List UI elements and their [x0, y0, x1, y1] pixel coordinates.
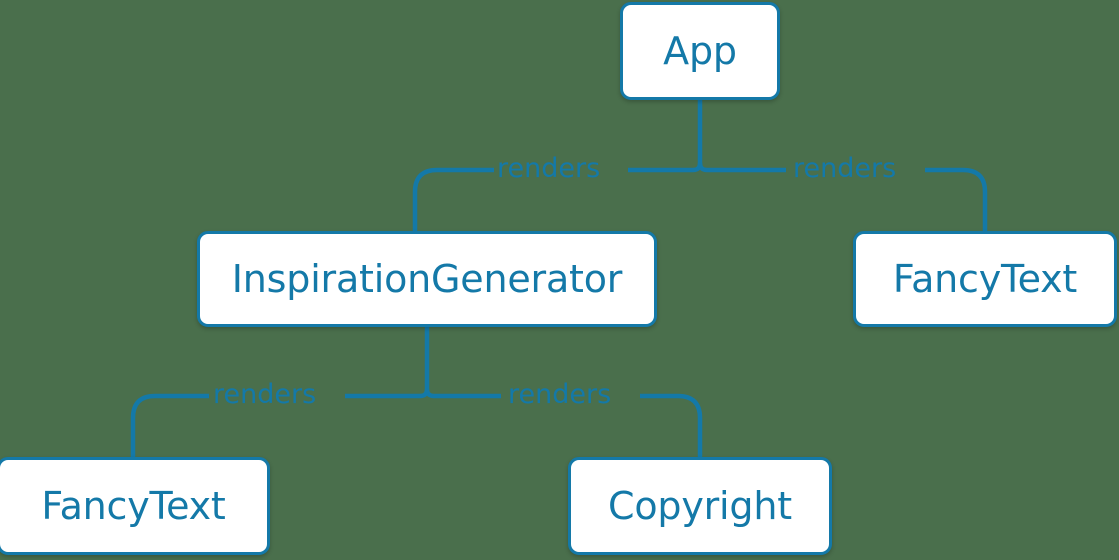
node-inspiration-generator[interactable]: InspirationGenerator [197, 231, 657, 327]
node-fancy-text-left[interactable]: FancyText [0, 457, 270, 555]
node-inspiration-generator-label: InspirationGenerator [231, 257, 623, 301]
node-fancy-text-left-label: FancyText [41, 484, 226, 528]
node-copyright[interactable]: Copyright [568, 457, 832, 555]
edge-label-inspiration-generator-to-copyright: renders [508, 379, 612, 410]
edge-elbow-fancy-left [130, 393, 156, 457]
node-fancy-text-right[interactable]: FancyText [853, 231, 1117, 327]
edge-label-app-to-fancy-text: renders [793, 153, 897, 184]
edge-label-inspiration-generator-to-fancy-text: renders [213, 379, 317, 410]
edge-elbow-fancy-right [962, 167, 988, 231]
edge-app-tee-mirror [692, 162, 703, 173]
edge-label-app-to-inspiration-generator: renders [497, 153, 601, 184]
edge-elbow-inspgen [412, 167, 438, 231]
edge-elbow-copyright [677, 393, 703, 457]
node-app-label: App [663, 29, 737, 73]
edge-inspgen-tee-mirror [419, 388, 430, 399]
node-fancy-text-right-label: FancyText [892, 257, 1078, 301]
node-app[interactable]: App [620, 2, 780, 100]
node-copyright-label: Copyright [608, 484, 792, 528]
